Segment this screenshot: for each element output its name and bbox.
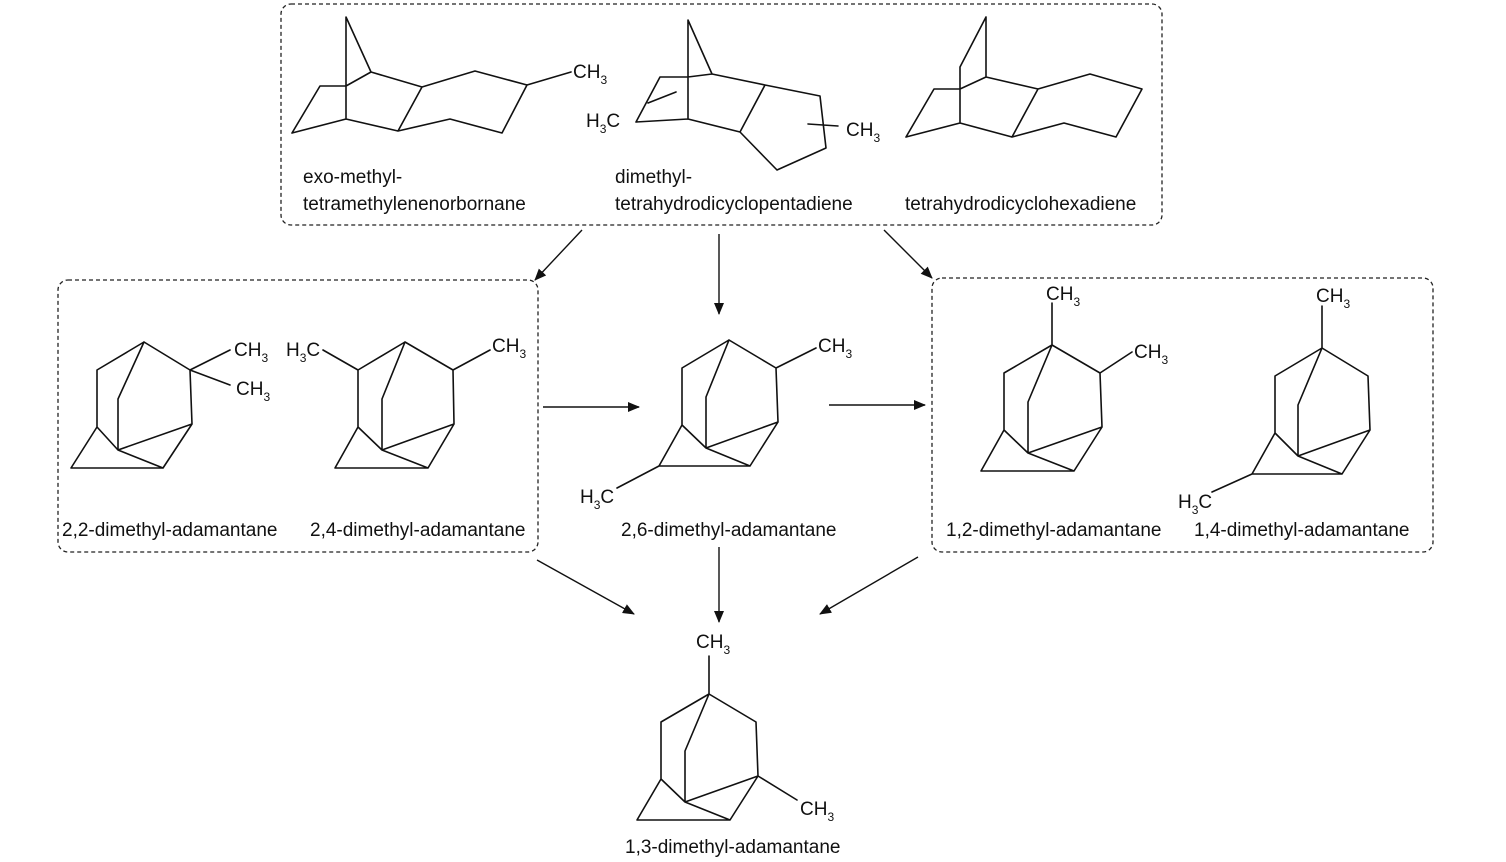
isomer-name-1-4: 1,4-dimethyl-adamantane <box>1194 520 1409 541</box>
isomer-name-2-6: 2,6-dimethyl-adamantane <box>621 520 836 541</box>
feedstock-name-3: tetrahydrodicyclohexadiene <box>905 194 1136 215</box>
dimethyl-tetrahydrodicyclopentadiene-structure: H3C CH3 <box>586 19 880 171</box>
svg-text:CH3: CH3 <box>492 336 526 361</box>
left-isomer-group-box <box>57 279 539 553</box>
svg-text:CH3: CH3 <box>234 340 268 365</box>
svg-text:CH3: CH3 <box>800 799 834 824</box>
svg-text:CH3: CH3 <box>1046 284 1080 309</box>
feedstock-group-box <box>280 3 1163 226</box>
feedstock-name-2-line1: dimethyl- <box>615 167 692 188</box>
isomer-name-1-2: 1,2-dimethyl-adamantane <box>946 520 1161 541</box>
arrow-feedstock-to-right <box>883 229 933 279</box>
svg-text:CH3: CH3 <box>696 632 730 657</box>
arrow-right-to-product <box>819 556 919 615</box>
exo-methyl-tetramethylenenorbornane-structure: CH3 <box>291 16 607 134</box>
2,2-dimethyl-adamantane-structure: CH3 CH3 <box>70 340 270 469</box>
feedstock-name-1-line1: exo-methyl- <box>303 167 402 188</box>
svg-text:CH3: CH3 <box>1134 342 1168 367</box>
svg-text:H3C: H3C <box>1178 492 1212 517</box>
svg-text:CH3: CH3 <box>236 379 270 404</box>
2,6-dimethyl-adamantane-structure: CH3 H3C <box>580 336 852 512</box>
svg-text:CH3: CH3 <box>846 120 880 145</box>
right-isomer-group-box <box>931 277 1434 553</box>
svg-text:CH3: CH3 <box>1316 286 1350 311</box>
isomer-name-2-2: 2,2-dimethyl-adamantane <box>62 520 277 541</box>
feedstock-name-2-line2: tetrahydrodicyclopentadiene <box>615 194 853 215</box>
1,4-dimethyl-adamantane-structure: CH3 H3C <box>1178 286 1371 517</box>
svg-text:CH3: CH3 <box>818 336 852 361</box>
arrow-left-to-product <box>536 559 635 615</box>
svg-text:CH3: CH3 <box>573 62 607 87</box>
svg-text:H3C: H3C <box>286 340 320 365</box>
product-name-1-3: 1,3-dimethyl-adamantane <box>625 837 840 858</box>
2,4-dimethyl-adamantane-structure: H3C CH3 <box>286 336 526 469</box>
arrow-feedstock-to-left <box>534 229 583 281</box>
tetrahydrodicyclohexadiene-structure <box>905 16 1143 138</box>
svg-text:H3C: H3C <box>586 111 620 136</box>
feedstock-name-1-line2: tetramethylenenorbornane <box>303 194 526 215</box>
svg-text:H3C: H3C <box>580 487 614 512</box>
1,3-dimethyl-adamantane-structure: CH3 CH3 <box>636 632 834 824</box>
1,2-dimethyl-adamantane-structure: CH3 CH3 <box>980 284 1168 472</box>
isomer-name-2-4: 2,4-dimethyl-adamantane <box>310 520 525 541</box>
